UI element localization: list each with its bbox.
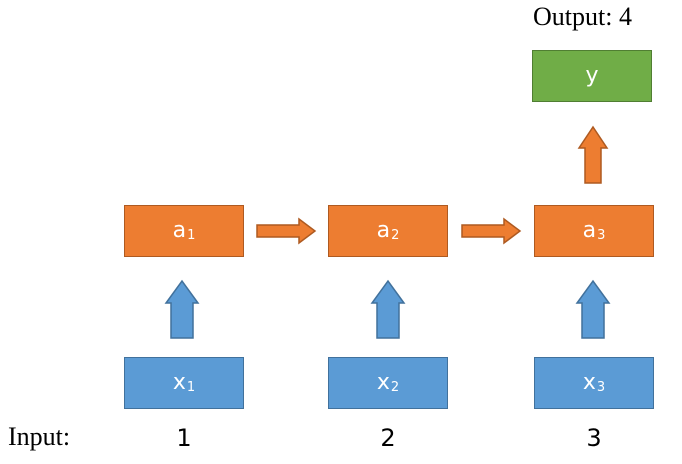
input-node-x3-label: x — [582, 370, 596, 395]
up-arrow-x1-a1 — [164, 279, 200, 339]
up-arrow-a3-y — [577, 125, 609, 184]
up-arrow-x2-a2 — [370, 279, 406, 339]
hidden-node-a1-subscript: 1 — [187, 227, 196, 243]
output-node-y: y — [532, 50, 652, 102]
input-label: Input: — [8, 422, 71, 451]
input-node-x1-label: x — [172, 370, 186, 395]
input-value-3: 3 — [586, 424, 602, 452]
input-value-2: 2 — [380, 424, 396, 452]
right-arrow-a2-a3 — [461, 217, 522, 245]
hidden-node-a3-subscript: 3 — [597, 227, 606, 243]
input-node-x2-label: x — [376, 370, 390, 395]
hidden-node-a3-label: a — [582, 218, 597, 243]
input-node-x3-subscript: 3 — [596, 379, 606, 395]
hidden-node-a2-subscript: 2 — [391, 227, 400, 243]
right-arrow-a1-a2 — [256, 217, 317, 245]
input-node-x1-subscript: 1 — [186, 379, 196, 395]
input-node-x2-subscript: 2 — [390, 379, 400, 395]
output-label: Output: 4 — [533, 2, 632, 31]
up-arrow-x3-a3 — [575, 279, 611, 339]
output-node-label: y — [585, 63, 599, 88]
hidden-node-a2-label: a — [376, 218, 391, 243]
hidden-node-a1-label: a — [172, 218, 187, 243]
input-value-1: 1 — [176, 424, 192, 452]
